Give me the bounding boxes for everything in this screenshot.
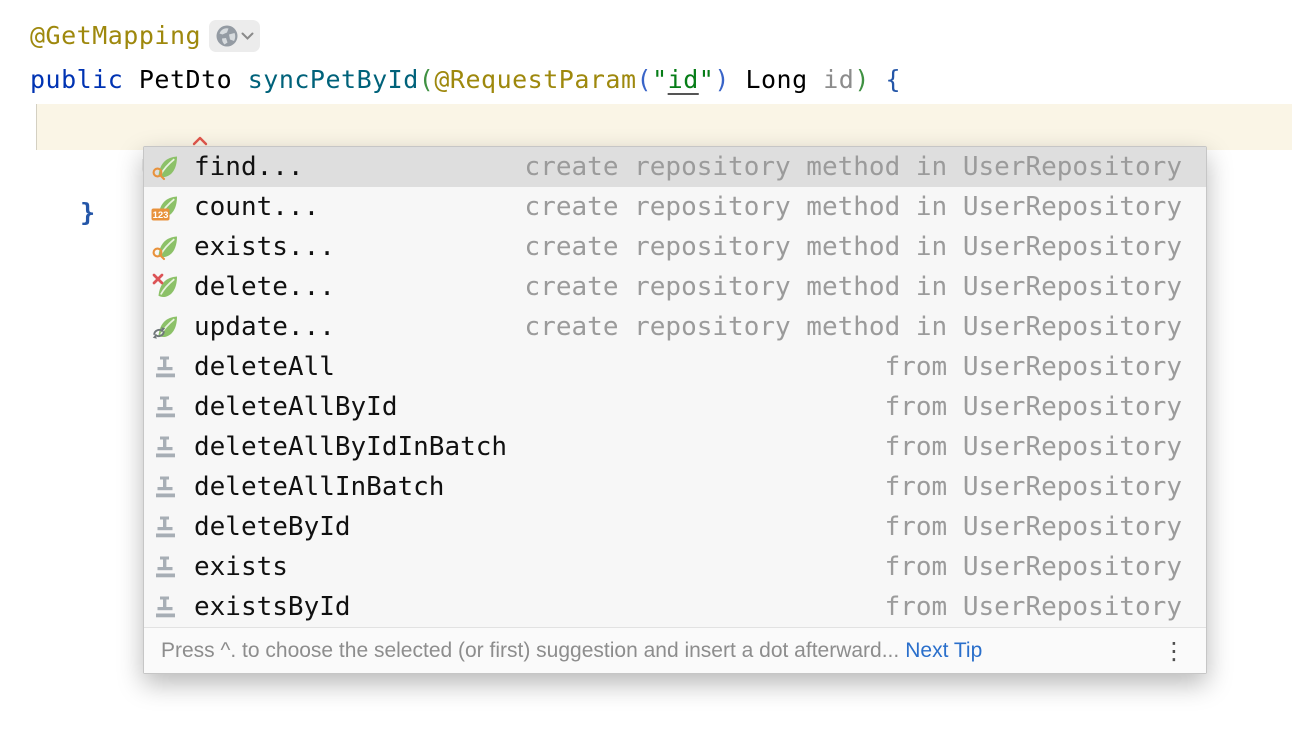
completion-item[interactable]: 123 count... create repository method in U… <box>144 187 1206 227</box>
completion-item[interactable]: deleteAllById from UserRepository <box>144 387 1206 427</box>
code-token: id <box>667 65 699 94</box>
code-token: " <box>698 65 715 94</box>
completion-label: find... <box>194 152 304 182</box>
completion-popup: find... create repository method in UserR… <box>143 146 1207 674</box>
footer-hint: Press ^. to choose the selected (or firs… <box>161 638 900 662</box>
completion-hint: create repository method in UserReposito… <box>524 232 1182 262</box>
completion-item[interactable]: deleteAllByIdInBatch from UserRepository <box>144 427 1206 467</box>
completion-hint: from UserRepository <box>884 432 1182 462</box>
method-icon <box>154 394 180 420</box>
completion-list: find... create repository method in UserR… <box>144 147 1206 627</box>
completion-hint: create repository method in UserReposito… <box>524 152 1182 182</box>
completion-hint: from UserRepository <box>884 512 1182 542</box>
completion-label: exists... <box>194 232 335 262</box>
completion-hint: from UserRepository <box>884 392 1182 422</box>
code-token: ( <box>418 65 435 94</box>
completion-label: deleteAllById <box>194 392 398 422</box>
completion-label: count... <box>194 192 320 222</box>
url-mapping-inlay[interactable] <box>209 20 261 52</box>
code-token: id <box>823 65 855 94</box>
completion-label: existsById <box>194 592 351 622</box>
completion-item[interactable]: deleteAllInBatch from UserRepository <box>144 467 1206 507</box>
method-icon <box>154 554 180 580</box>
completion-hint: from UserRepository <box>884 552 1182 582</box>
spring-leaf-delete-icon <box>152 273 180 300</box>
code-line-annotation[interactable]: @GetMapping <box>30 14 261 58</box>
completion-hint: from UserRepository <box>884 472 1182 502</box>
completion-label: deleteAllByIdInBatch <box>194 432 508 462</box>
method-icon <box>154 514 180 540</box>
completion-item[interactable]: delete... create repository method in Use… <box>144 267 1206 307</box>
completion-item[interactable]: deleteAll from UserRepository <box>144 347 1206 387</box>
code-token: @RequestParam <box>434 65 637 94</box>
code-token: ) <box>714 65 730 94</box>
error-squiggle-icon <box>192 136 208 146</box>
code-line-signature[interactable]: public PetDto syncPetById(@RequestParam(… <box>30 58 901 102</box>
completion-hint: from UserRepository <box>884 592 1182 622</box>
completion-label: deleteById <box>194 512 351 542</box>
kebab-menu-icon[interactable]: ⋮ <box>1162 636 1186 665</box>
completion-label: deleteAllInBatch <box>194 472 445 502</box>
completion-item[interactable]: exists... create repository method in Use… <box>144 227 1206 267</box>
code-token <box>730 65 746 94</box>
completion-item[interactable]: deleteById from UserRepository <box>144 507 1206 547</box>
code-token: ( <box>636 65 653 94</box>
code-token: syncPetById <box>247 65 419 94</box>
completion-hint: create repository method in UserReposito… <box>524 272 1182 302</box>
completion-label: deleteAll <box>194 352 335 382</box>
completion-hint: from UserRepository <box>884 352 1182 382</box>
code-token: public <box>30 65 139 94</box>
code-line-close[interactable]: } <box>49 147 96 227</box>
method-icon <box>154 434 180 460</box>
completion-item[interactable]: find... create repository method in UserR… <box>144 147 1206 187</box>
method-icon <box>154 594 180 620</box>
completion-hint: create repository method in UserReposito… <box>524 192 1182 222</box>
code-token: ) <box>854 65 870 94</box>
svg-text:123: 123 <box>153 210 169 221</box>
code-token: Long <box>745 65 824 94</box>
spring-leaf-find-icon <box>152 154 180 181</box>
code-token: { <box>885 65 902 94</box>
code-token: PetDto <box>138 65 248 94</box>
completion-label: exists <box>194 552 288 582</box>
completion-hint: create repository method in UserReposito… <box>524 312 1182 342</box>
popup-footer: Press ^. to choose the selected (or firs… <box>144 627 1206 673</box>
completion-item[interactable]: update... create repository method in Use… <box>144 307 1206 347</box>
globe-icon <box>216 25 238 47</box>
current-line-highlight <box>36 104 1292 150</box>
completion-label: delete... <box>194 272 335 302</box>
completion-label: update... <box>194 312 335 342</box>
completion-item[interactable]: exists from UserRepository <box>144 547 1206 587</box>
chevron-down-icon <box>241 32 254 40</box>
next-tip-link[interactable]: Next Tip <box>905 638 983 662</box>
spring-leaf-count-icon: 123 <box>151 194 180 221</box>
method-icon <box>154 474 180 500</box>
spring-leaf-find-icon <box>152 234 180 261</box>
closing-brace-token: } <box>80 198 96 227</box>
completion-item[interactable]: existsById from UserRepository <box>144 587 1206 627</box>
code-token: " <box>652 65 668 94</box>
method-icon <box>154 354 180 380</box>
annotation-token: @GetMapping <box>30 21 202 50</box>
code-token <box>870 65 886 94</box>
spring-leaf-update-icon <box>152 314 180 340</box>
